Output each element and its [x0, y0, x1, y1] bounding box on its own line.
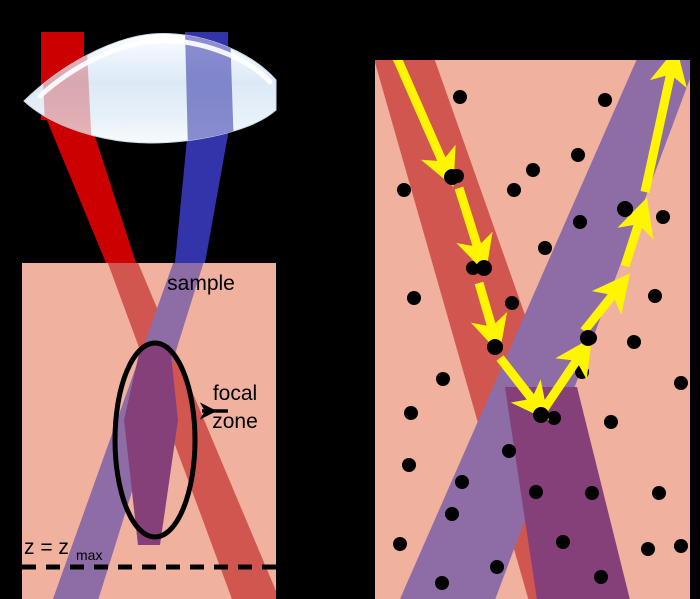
focal-zone-label-line1: focal — [213, 382, 257, 405]
z-max-subscript: max — [76, 547, 102, 563]
red-arrow-1 — [392, 60, 456, 187]
objective-lens — [23, 32, 277, 144]
particle-dot — [641, 542, 655, 556]
focal-zone-ellipse — [112, 340, 198, 540]
focal-overlap-magnified — [505, 387, 630, 599]
blue-beam-in-lens — [185, 33, 234, 143]
particle-dot — [556, 535, 570, 549]
particle-dot — [594, 570, 608, 584]
particle-dot — [455, 475, 469, 489]
particle-dot — [656, 210, 670, 224]
particle-dot — [490, 560, 504, 574]
particle-dot — [573, 215, 587, 229]
red-arrow-2 — [454, 186, 493, 274]
particle-dot — [571, 148, 585, 162]
magnified-content — [375, 60, 690, 599]
blue-beam-below-lens — [175, 118, 231, 263]
particle-dot — [393, 537, 407, 551]
particle-dot — [453, 90, 467, 104]
highlighted-particle-dot — [476, 260, 492, 276]
highlighted-particle-dot — [580, 330, 596, 346]
particle-dot — [526, 163, 540, 177]
highlighted-particle-dots — [444, 169, 633, 423]
particle-dot — [445, 507, 459, 521]
particle-dot — [502, 444, 516, 458]
blue-arrow-2 — [580, 273, 631, 334]
sample-block: sample focal zone z = z max — [22, 263, 276, 599]
lens-specular-highlight — [37, 38, 273, 99]
blue-arrow-3 — [617, 197, 654, 268]
focal-overlap-region — [124, 345, 178, 545]
particle-dot — [585, 486, 599, 500]
magnified-focal-region — [375, 60, 690, 599]
highlighted-particle-dot — [617, 201, 633, 217]
yellow-transport-arrows — [392, 60, 687, 421]
sample-label: sample — [167, 272, 235, 295]
particle-dot — [436, 372, 450, 386]
focal-zone-label-line2: zone — [212, 410, 258, 433]
particle-dot — [547, 411, 561, 425]
particle-dot — [652, 486, 666, 500]
particle-dot — [598, 93, 612, 107]
particle-dot — [648, 289, 662, 303]
particle-dot — [397, 183, 411, 197]
particle-dot — [435, 576, 449, 590]
particle-dot — [505, 296, 519, 310]
highlighted-particle-dot — [533, 407, 549, 423]
red-arrow-3 — [470, 281, 508, 354]
highlighted-particle-dot — [487, 339, 503, 355]
red-arrow-4 — [496, 355, 549, 421]
blue-beam-magnified — [399, 60, 690, 599]
particle-dot — [538, 241, 552, 255]
particle-dot — [674, 539, 688, 553]
particle-dot — [404, 406, 418, 420]
highlighted-particle-dot — [444, 169, 460, 185]
red-beam-below-lens — [46, 118, 136, 263]
particle-dot — [627, 335, 641, 349]
particle-dot — [402, 458, 416, 472]
particle-dot — [674, 376, 688, 390]
blue-arrow-1 — [538, 337, 593, 415]
particle-dot — [604, 415, 618, 429]
particle-dot — [407, 291, 421, 305]
blue-arrow-4 — [640, 60, 687, 193]
particle-dot — [529, 485, 543, 499]
particle-dot — [507, 183, 521, 197]
z-max-label: z = z — [24, 536, 69, 559]
